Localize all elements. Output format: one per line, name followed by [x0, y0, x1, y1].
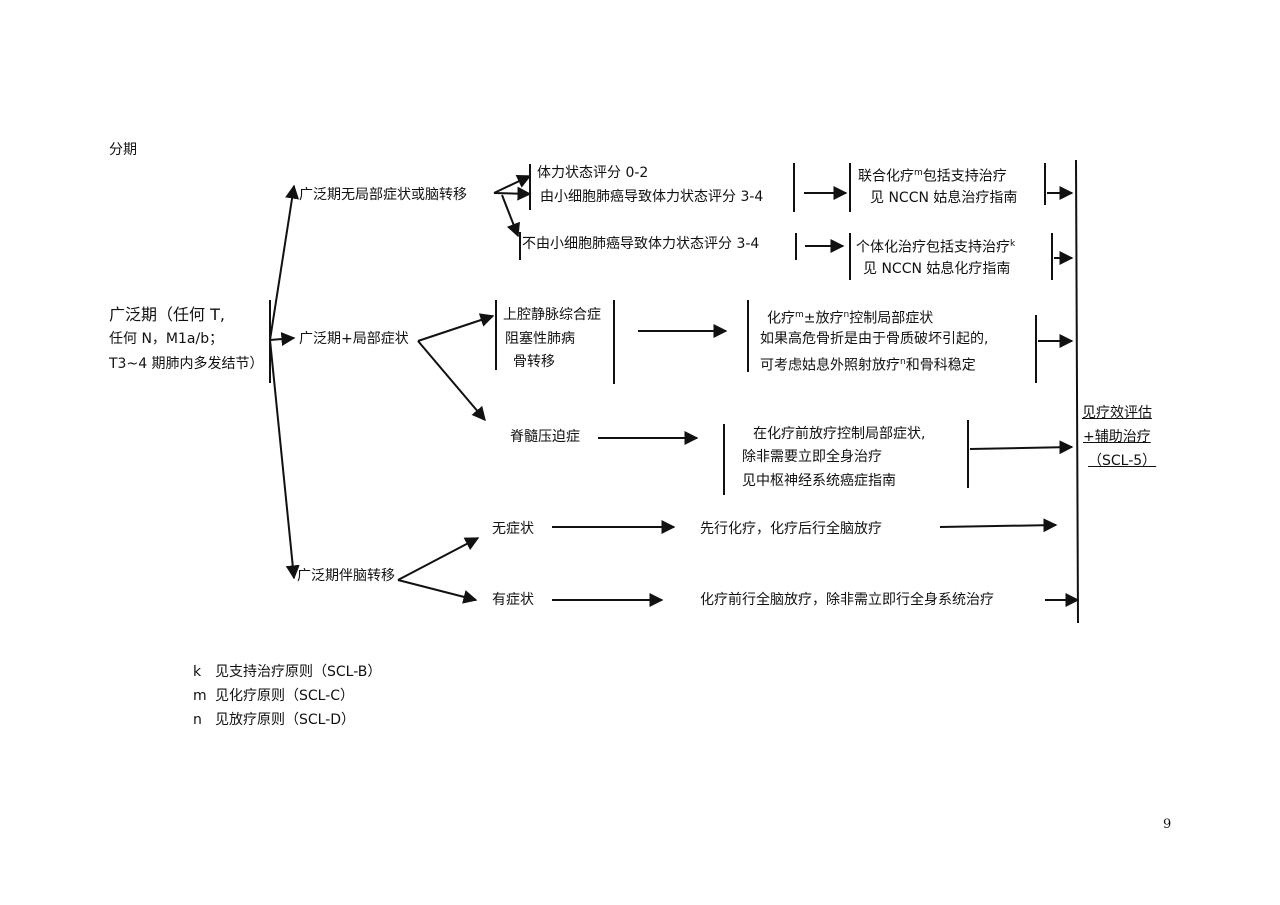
outcome-line-2: +辅助治疗: [1083, 429, 1151, 445]
local-symptom-svc: 上腔静脉综合症: [503, 307, 601, 323]
ps-3-4-sclc: 由小细胞肺癌导致体力状态评分 3-4: [540, 189, 764, 205]
spinal-compression: 脊髓压迫症: [510, 429, 580, 445]
local-symptom-obstructive: 阻塞性肺病: [505, 331, 575, 347]
local-symptom-bone: 骨转移: [513, 354, 555, 370]
spinal-treatment-line-1: 在化疗前放疗控制局部症状,: [753, 426, 926, 442]
page-number: 9: [1163, 817, 1172, 832]
brain-symptomatic-treatment: 化疗前行全脑放疗，除非需立即行全身系统治疗: [700, 592, 994, 608]
spinal-treatment-line-2: 除非需要立即全身治疗: [742, 449, 882, 465]
ps-3-4-not-sclc: 不由小细胞肺癌导致体力状态评分 3-4: [522, 236, 760, 252]
root-line-3: T3~4 期肺内多发结节）: [109, 356, 264, 372]
individualized-line-1: 个体化治疗包括支持治疗k: [856, 239, 1016, 256]
branch-brain-metastases: 广泛期伴脑转移: [297, 568, 395, 584]
spinal-treatment-line-3: 见中枢神经系统癌症指南: [742, 473, 896, 489]
combo-chemo-line-1: 联合化疗m包括支持治疗: [858, 168, 1007, 185]
section-title: 分期: [109, 142, 137, 158]
brain-symptomatic: 有症状: [492, 592, 534, 608]
outcome-line-3: （SCL-5）: [1088, 453, 1157, 469]
individualized-line-2: 见 NCCN 姑息化疗指南: [863, 261, 1011, 277]
ps-0-2: 体力状态评分 0-2: [537, 165, 649, 181]
root-line-2: 任何 N，M1a/b；: [109, 331, 224, 347]
brain-asymptomatic: 无症状: [492, 521, 534, 537]
local-treatment-line-2: 如果高危骨折是由于骨质破坏引起的,: [760, 331, 989, 347]
local-treatment-line-1: 化疗m±放疗n控制局部症状: [767, 310, 934, 327]
outcome-line-1: 见疗效评估: [1082, 405, 1152, 421]
combo-chemo-line-2: 见 NCCN 姑息治疗指南: [870, 190, 1018, 206]
local-treatment-line-3: 可考虑姑息外照射放疗n和骨科稳定: [760, 357, 976, 374]
brain-asymptomatic-treatment: 先行化疗，化疗后行全脑放疗: [700, 521, 882, 537]
branch-no-local-symptoms: 广泛期无局部症状或脑转移: [299, 187, 467, 203]
root-line-1: 广泛期（任何 T,: [109, 305, 225, 324]
branch-local-symptoms: 广泛期+局部症状: [299, 331, 409, 347]
